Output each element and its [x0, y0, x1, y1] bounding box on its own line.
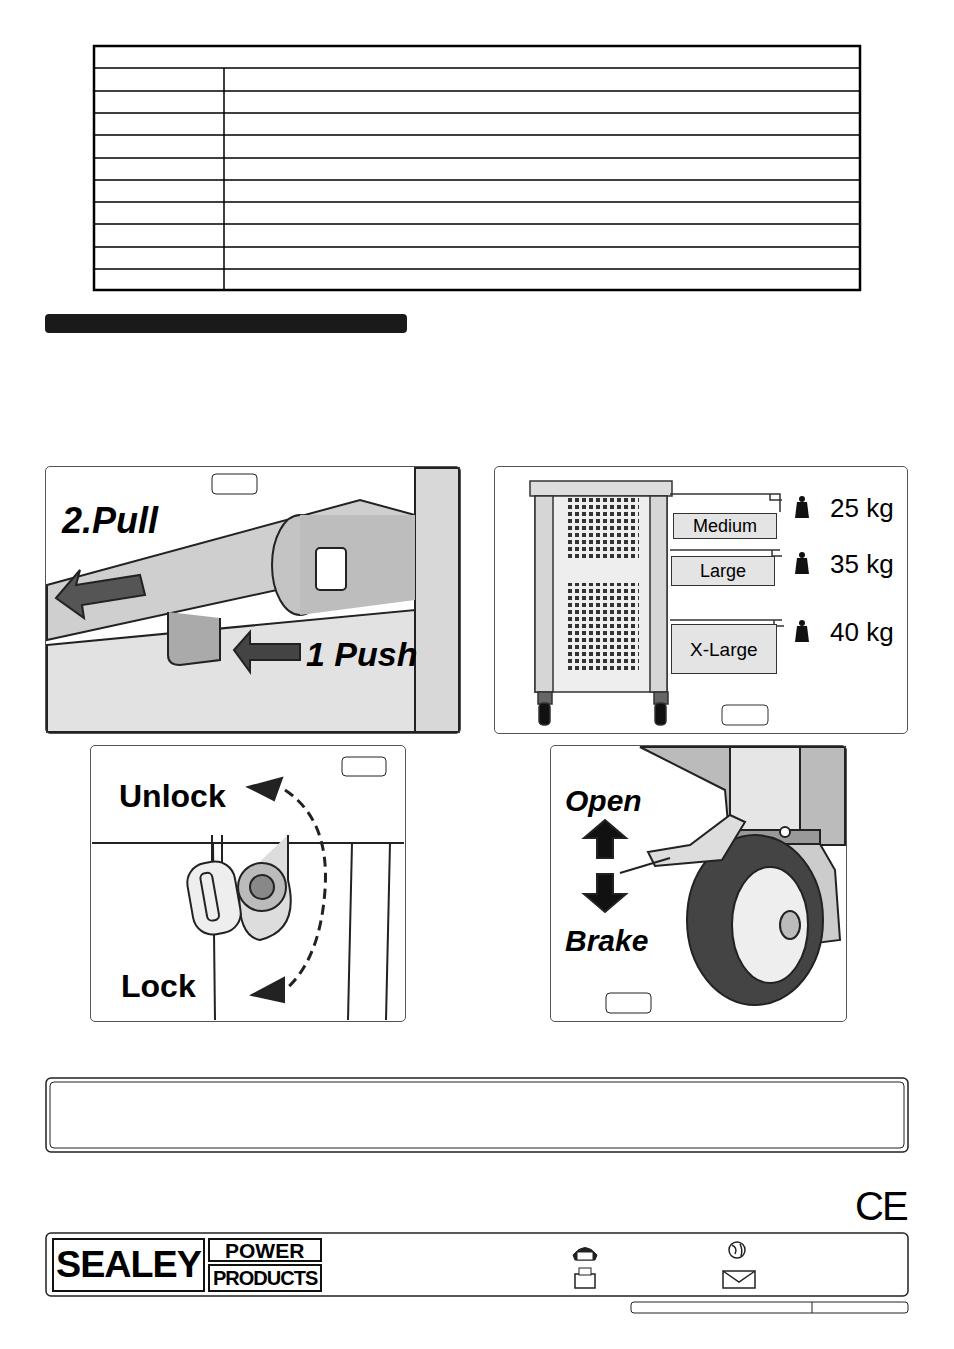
lock-label: Unlock: [119, 780, 226, 812]
lock-label: Lock: [121, 970, 196, 1002]
weight-label: 25 kg: [830, 495, 894, 521]
action-label: 2.Pull: [62, 503, 158, 539]
drawer-label: Large: [700, 562, 746, 580]
section-bar: [45, 314, 407, 333]
trolley-illustration: [530, 481, 809, 725]
action-label: 1 Push: [306, 637, 417, 671]
logo-sealey: SEALEY: [52, 1238, 205, 1292]
note-box: [46, 1078, 908, 1152]
figure-panel: MediumLargeX-Large 25 kg 35 kg 40 kg: [494, 466, 908, 734]
drawer-medium: Medium: [673, 513, 777, 539]
logo-products: PRODUCTS: [208, 1264, 322, 1292]
logo-power: POWER: [208, 1238, 322, 1262]
brake-label: Brake: [565, 926, 648, 956]
drawer-label: Medium: [693, 517, 757, 535]
drawer-label: X-Large: [690, 640, 758, 659]
brake-label: Open: [565, 786, 642, 816]
ce-mark: CE: [855, 1186, 907, 1226]
weight-label: 40 kg: [830, 619, 894, 645]
brand-logo: POWER: [225, 1240, 304, 1261]
drawer-large: Large: [671, 556, 775, 586]
figure-panel: OpenBrake: [550, 745, 847, 1022]
brand-logo: PRODUCTS: [213, 1268, 317, 1288]
figure-panel: UnlockLock: [90, 745, 406, 1022]
handle-illustration: [47, 468, 459, 732]
drawer-xlarge: X-Large: [671, 624, 777, 674]
empty-table: [94, 46, 860, 290]
brand-logo: SEALEY: [56, 1246, 201, 1284]
footer: [46, 1233, 908, 1313]
figure-panel: 2.Pull 1 Push: [45, 466, 461, 734]
lock-illustration: [92, 757, 404, 1020]
weight-label: 35 kg: [830, 551, 894, 577]
